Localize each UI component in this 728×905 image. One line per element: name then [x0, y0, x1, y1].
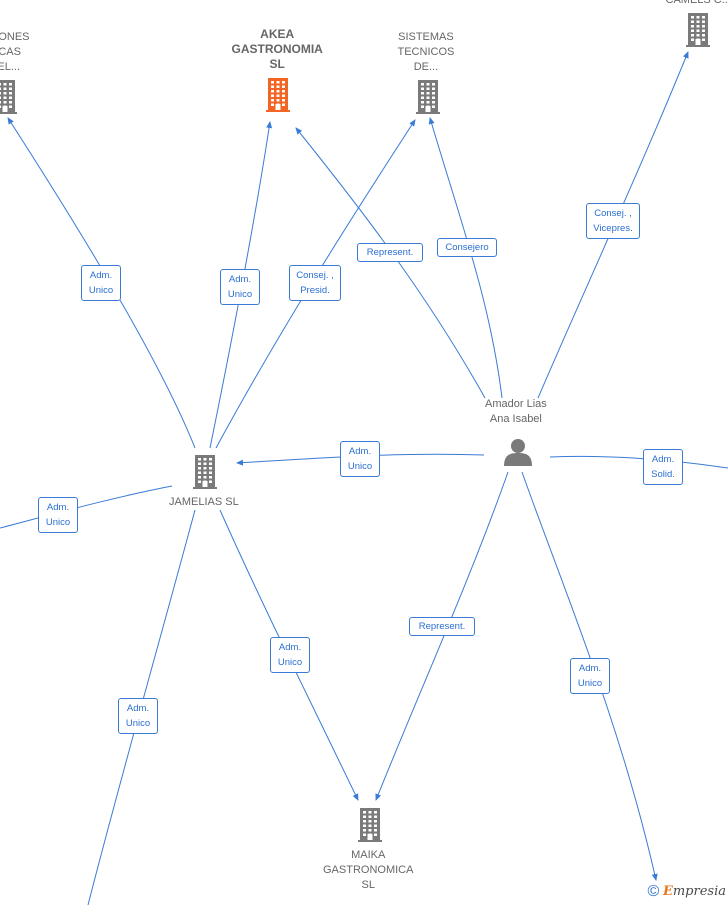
building-icon[interactable] [193, 455, 217, 489]
edge-line [375, 471, 509, 801]
edge-label[interactable]: Adm. Unico [81, 265, 121, 301]
node-label-line: Ana Isabel [489, 413, 542, 425]
building-icon[interactable] [416, 80, 440, 114]
edge-label[interactable]: Adm. Unico [570, 658, 610, 694]
node-label-sistemas[interactable]: SISTEMAS TECNICOS DE... [398, 30, 455, 75]
edge-label-line: Unico [577, 678, 603, 689]
edge-label-line: Adm. [126, 703, 150, 714]
edge-label[interactable]: Consejero [437, 238, 497, 257]
edge-label-line: Adm. [278, 642, 302, 653]
icons-layer [0, 13, 710, 842]
edge-label-line: Adm. [578, 663, 602, 674]
edge-line [521, 471, 658, 881]
node-label-maika[interactable]: MAIKA GASTRONOMICA SL [323, 848, 413, 893]
empresia-watermark: © Empresia [648, 883, 726, 901]
node-label-line: TICAS [0, 46, 21, 58]
edge-label-line: Adm. [348, 446, 372, 457]
edge-label-line: Unico [277, 657, 303, 668]
node-label-line: TECNICOS [397, 46, 455, 58]
edge-label-line: Consej. , [296, 270, 334, 281]
edge-label[interactable]: Consej. , Vicepres. [586, 203, 640, 239]
node-label-line: Amador Lias [485, 398, 547, 410]
edge-line [428, 117, 503, 399]
node-label-line: MAIKA [351, 849, 386, 861]
node-label-line: GASTRONOMICA [323, 864, 414, 876]
edge-label-line: Adm. [651, 454, 675, 465]
node-label-jamelias[interactable]: JAMELIAS SL [169, 495, 239, 510]
node-label-line: JAMELIAS SL [169, 496, 239, 508]
edge-label-line: Presid. [300, 285, 330, 296]
edge-label-line: Unico [125, 718, 151, 729]
node-label-camelsc[interactable]: CAMELS C... [666, 0, 728, 8]
edge-label-line: Adm. [89, 270, 113, 281]
edge-label-line: Unico [88, 285, 114, 296]
edge-label-line: Represent. [418, 621, 466, 632]
node-label-line: ACIONES [0, 31, 30, 43]
copyright-icon: © [647, 883, 660, 900]
edge-label-line: Unico [347, 461, 373, 472]
node-label-line: GASTRONOMIA [231, 42, 323, 56]
node-label-line: DE... [413, 61, 439, 73]
brand-rest: mpresia [672, 884, 726, 899]
building-icon[interactable] [266, 78, 290, 112]
node-label-line: SISTEMAS [398, 31, 454, 43]
node-label-line: AKEA [260, 27, 295, 41]
building-icon[interactable] [686, 13, 710, 47]
edge-label[interactable]: Represent. [409, 617, 475, 636]
edge-label-line: Solid. [651, 469, 675, 480]
edge-label[interactable]: Adm. Solid. [643, 449, 683, 485]
edge-label-line: Consejero [445, 242, 489, 253]
node-label-line: SL [361, 879, 375, 891]
edge-label-line: Adm. [46, 502, 70, 513]
edge-label-line: Represent. [366, 247, 414, 258]
node-label-relaciones[interactable]: ACIONES TICAS DEL... [0, 30, 30, 75]
edge-label[interactable]: Consej. , Presid. [289, 265, 341, 301]
node-label-line: DEL... [0, 61, 21, 73]
edges-layer [0, 51, 728, 905]
edge-line [0, 485, 173, 529]
edge-label-line: Adm. [228, 274, 252, 285]
building-icon[interactable] [358, 808, 382, 842]
node-label-line: SL [269, 57, 285, 71]
edge-label[interactable]: Adm. Unico [38, 497, 78, 533]
node-label-line: CAMELS C... [665, 0, 728, 6]
building-icon[interactable] [0, 80, 17, 114]
edge-label-line: Consej. , [594, 208, 632, 219]
person-icon[interactable] [504, 439, 532, 466]
edge-line [549, 455, 728, 469]
edge-label[interactable]: Adm. Unico [118, 698, 158, 734]
edge-label-line: Unico [227, 289, 253, 300]
brand-initial: E [662, 884, 673, 899]
edge-label[interactable]: Represent. [357, 243, 423, 262]
edge-label-line: Unico [45, 517, 71, 528]
edge-label-line: Vicepres. [593, 223, 633, 234]
edge-label[interactable]: Adm. Unico [270, 637, 310, 673]
edge-label[interactable]: Adm. Unico [220, 269, 260, 305]
edge-label[interactable]: Adm. Unico [340, 441, 380, 477]
